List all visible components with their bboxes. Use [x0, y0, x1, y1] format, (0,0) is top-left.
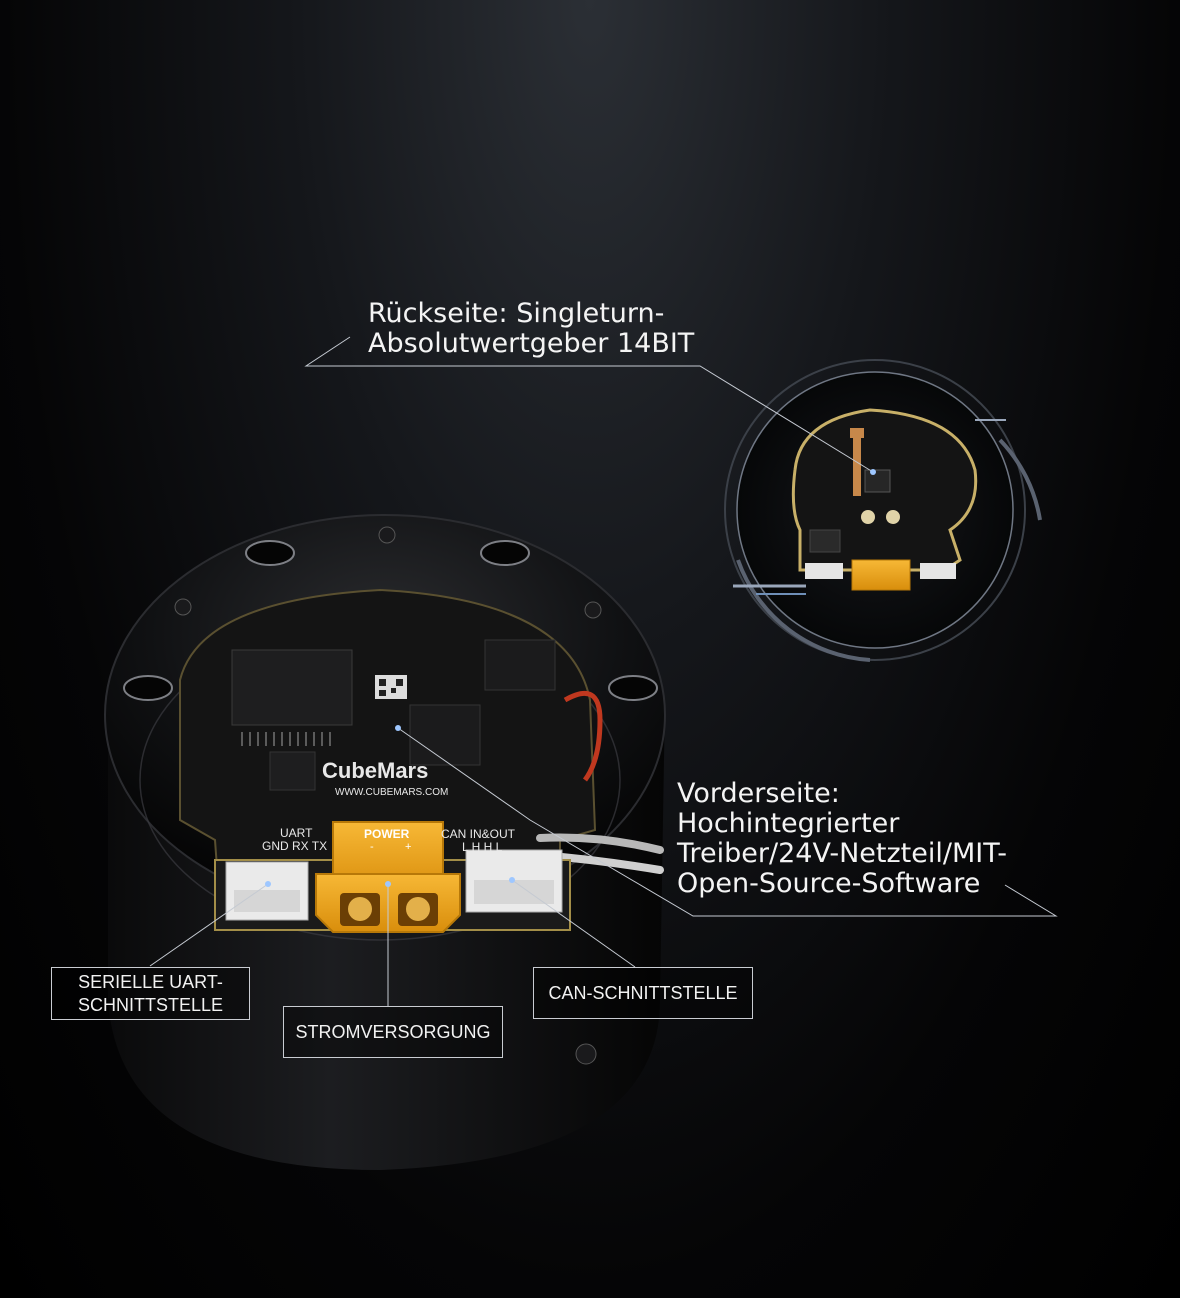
motor-body: [104, 514, 666, 1170]
front-callout-line2: Hochintegrierter: [677, 808, 900, 839]
uart-label-line2: SCHNITTSTELLE: [77, 994, 224, 1015]
uart-pins-text: GND RX TX: [262, 839, 327, 853]
front-callout-line1: Vorderseite:: [677, 778, 840, 809]
front-side-callout: Vorderseite: Hochintegrierter Treiber/24…: [677, 779, 1007, 899]
power-print-text: POWER: [364, 827, 410, 841]
uart-print-text: UART: [280, 826, 313, 840]
can-pins-text: L H H L: [462, 840, 503, 854]
uart-label-line1: SERIELLE UART-: [78, 971, 223, 992]
can-print-text: CAN IN&OUT: [441, 827, 516, 841]
power-plus-text: +: [405, 841, 411, 853]
power-label-text: STROMVERSORGUNG: [295, 1021, 491, 1042]
power-minus-text: -: [370, 841, 374, 853]
uart-interface-label: SERIELLE UART- SCHNITTSTELLE: [51, 967, 250, 1020]
back-callout-line2: Absolutwertgeber 14BIT: [368, 328, 695, 359]
can-interface-label: CAN-SCHNITTSTELLE: [533, 967, 753, 1019]
front-callout-line3: Treiber/24V-Netzteil/MIT-: [677, 838, 1007, 869]
back-callout-line1: Rückseite: Singleturn-: [368, 298, 665, 329]
callout-lines: [149, 336, 1058, 1006]
can-label-text: CAN-SCHNITTSTELLE: [548, 982, 738, 1003]
power-supply-label: STROMVERSORGUNG: [283, 1006, 503, 1058]
board-website-text: WWW.CUBEMARS.COM: [335, 787, 448, 798]
board-silkscreen: CubeMars WWW.CUBEMARS.COM POWER - + UART…: [262, 758, 516, 854]
front-callout-line4: Open-Source-Software: [677, 868, 981, 899]
back-view: [724, 359, 1042, 662]
board-brand-text: CubeMars: [322, 758, 428, 783]
back-side-callout: Rückseite: Singleturn- Absolutwertgeber …: [368, 299, 694, 359]
